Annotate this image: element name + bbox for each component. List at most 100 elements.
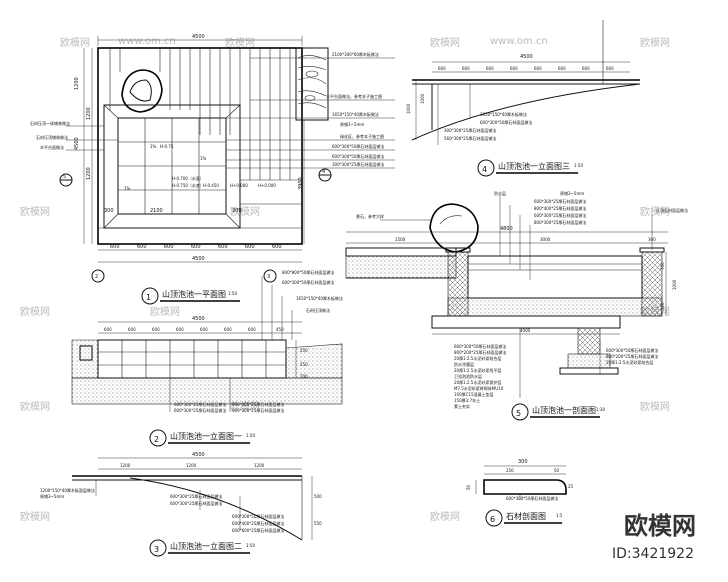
elev3-label: 300*300*25厚石材面层做法	[444, 127, 496, 133]
plan-slope: 1%	[124, 186, 131, 191]
detail-scale: 1:5	[556, 513, 563, 518]
detail-dim-seg: 250	[506, 468, 514, 473]
elev1-dim-seg: 600	[248, 327, 256, 332]
elev2-dim-top: 4500	[192, 452, 205, 458]
elev3-dim-seg: 600	[582, 66, 590, 71]
section-view: 4800 1500 3000 300 景石，参考大样 4000 700 1	[345, 190, 688, 421]
svg-text:3: 3	[267, 274, 270, 280]
plan-dim-left: 1200	[74, 77, 80, 90]
plan-inner-dim: 300	[232, 208, 242, 214]
plan-level: H+0.000	[230, 183, 248, 188]
elev3-label: 600*300*50厚石材面层做法	[480, 119, 532, 125]
section-dim-side: 700	[660, 262, 665, 270]
section-layer-right: 600*300*50厚石材面层做法	[606, 347, 658, 353]
elev1-title: 山顶泡池一立面图一	[170, 431, 242, 441]
plan-dim-right: 3900	[298, 177, 304, 190]
plan-label-left: 木平台面做法	[40, 144, 64, 150]
brand-id: ID:3421922	[612, 546, 694, 562]
elev1-label-top: 1650*150*40厚木板做法	[296, 295, 343, 301]
section-layer: 20厚1:2.5水泥砂浆找平层	[454, 367, 501, 373]
elevation-1: 4500 600 600 600 600 600 600 600 450 250…	[71, 269, 343, 447]
section-layer: 800*200*25厚石材面层做法	[454, 349, 506, 355]
section-label-top: 800*400*25厚石材面层做法	[534, 205, 586, 211]
elev1-scale: 1:50	[246, 433, 255, 438]
elev3-dim-seg: 600	[534, 66, 542, 71]
elev1-label-top: 石材压顶做法	[306, 307, 330, 313]
section-dim-bottom: 4000	[520, 328, 531, 333]
section-marker: 2	[91, 269, 105, 283]
plan-dim-seg: 600	[137, 244, 147, 250]
watermark-text: 欧模网	[60, 37, 90, 49]
plan-level: H-0.75	[160, 144, 174, 149]
elev3-dim-seg: 600	[510, 66, 518, 71]
watermark-text: 欧模网	[20, 401, 50, 413]
plan-level: H+0.000	[258, 183, 276, 188]
section-dim-seg: 1500	[395, 237, 406, 242]
detail-dim-side: 50	[466, 484, 471, 490]
elev2-label-right: 600*400*25厚石材面层做法	[232, 520, 284, 526]
watermark-text: 欧模网	[430, 37, 460, 49]
section-dim-side: 1000	[672, 279, 677, 290]
elev1-dim-seg: 600	[104, 327, 112, 332]
brand-block: 欧模网 ID:3421922	[612, 512, 696, 562]
plan-slope: 1%	[150, 144, 157, 149]
elev3-dim-seg: 600	[558, 66, 566, 71]
plan-inner-dim: 300	[104, 208, 114, 214]
section-title-number: 5	[516, 409, 521, 418]
elev2-title: 山顶泡池一立面图二	[170, 541, 242, 551]
plan-label-right: 绿化区，参考本子施工图	[340, 133, 384, 139]
svg-text:4: 4	[322, 169, 325, 175]
section-label-right: 压顶石材面层做法	[656, 207, 688, 213]
detail-dim-seg: 50	[554, 468, 560, 473]
watermark-url: www.om.cn	[118, 36, 176, 47]
rock-outline	[121, 69, 163, 113]
elev3-dim-seg: 600	[438, 66, 446, 71]
section-label-top: 600*300*25厚石材面层做法	[534, 198, 586, 204]
elev2-label-right: 600*300*50厚石材面层做法	[232, 513, 284, 519]
section-label-rock: 景石，参考大样	[356, 213, 384, 219]
section-dim-side: 120	[660, 302, 665, 310]
elev2-label-right: 600*300*25厚石材面层做法	[170, 500, 222, 506]
elev3-dim-side: 1000	[420, 93, 425, 104]
elev3-dim-top: 4500	[520, 54, 533, 60]
brand-name: 欧模网	[624, 512, 696, 540]
detail-title-number: 6	[490, 515, 495, 524]
elev1-dim-seg: 600	[200, 327, 208, 332]
elev1-dim-top: 4500	[192, 316, 205, 322]
plan-title-number: 1	[146, 293, 151, 302]
section-title: 山顶泡池一剖面图	[532, 405, 596, 415]
plan-dim-seg: 600	[218, 244, 228, 250]
plan-inner-dim: 2100	[150, 208, 163, 214]
section-label-top: 防水层	[494, 190, 506, 196]
elev3-label: 1650*150*40厚木板做法	[480, 111, 527, 117]
elev2-label-left: 原铺3~5mm	[40, 493, 64, 499]
elev2-label-right: 600*600*25厚石材面层做法	[232, 527, 284, 533]
plan-label-right: 600*300*50厚石材面层做法	[332, 153, 384, 159]
watermark-layer: 欧模网 www.om.cn 欧模网 欧模网 www.om.cn 欧模网 欧模网 …	[20, 36, 670, 523]
elev2-label-left: 1200*150*40厚木板面层做法	[40, 487, 95, 493]
elev3-dim-side: 1000	[406, 103, 411, 114]
elev2-dim-side: 550	[314, 521, 322, 526]
plan-label-right: 1650*150*40厚木板做法	[332, 111, 379, 117]
plan-dim-left: 1200	[86, 167, 92, 180]
elev1-label-bottom: 900*300*25厚石材面层做法	[232, 407, 284, 413]
plan-label-right: 原铺3~5mm	[340, 121, 364, 127]
section-layer: 600*300*50厚石材面层做法	[454, 343, 506, 349]
plan-dim-top: 4500	[192, 34, 205, 40]
plan-slope: 1%	[200, 156, 207, 161]
svg-text:5: 5	[63, 174, 66, 180]
detail-label: 600*300*50厚石材面层做法	[506, 495, 558, 501]
elev1-label-top: 600*300*50厚石材面层做法	[282, 279, 334, 285]
watermark-text: 欧模网	[20, 206, 50, 218]
watermark-text: 欧模网	[640, 206, 670, 218]
ground-fill	[71, 377, 343, 405]
elevation-3: 4500 600 600 600 600 600 600 600 600 100…	[406, 20, 641, 177]
plan-label-left: 石材压顶一体铺装做法	[30, 120, 70, 126]
section-layer: M7.5水泥砂浆砖砌体MU10	[454, 385, 504, 391]
section-marker: 5	[59, 173, 73, 187]
plan-scale: 1:50	[228, 291, 237, 296]
section-layer: 素土夯实	[454, 403, 470, 409]
watermark-text: 欧模网	[150, 306, 180, 318]
section-layer: 卫浴泡池防水层	[454, 373, 482, 379]
